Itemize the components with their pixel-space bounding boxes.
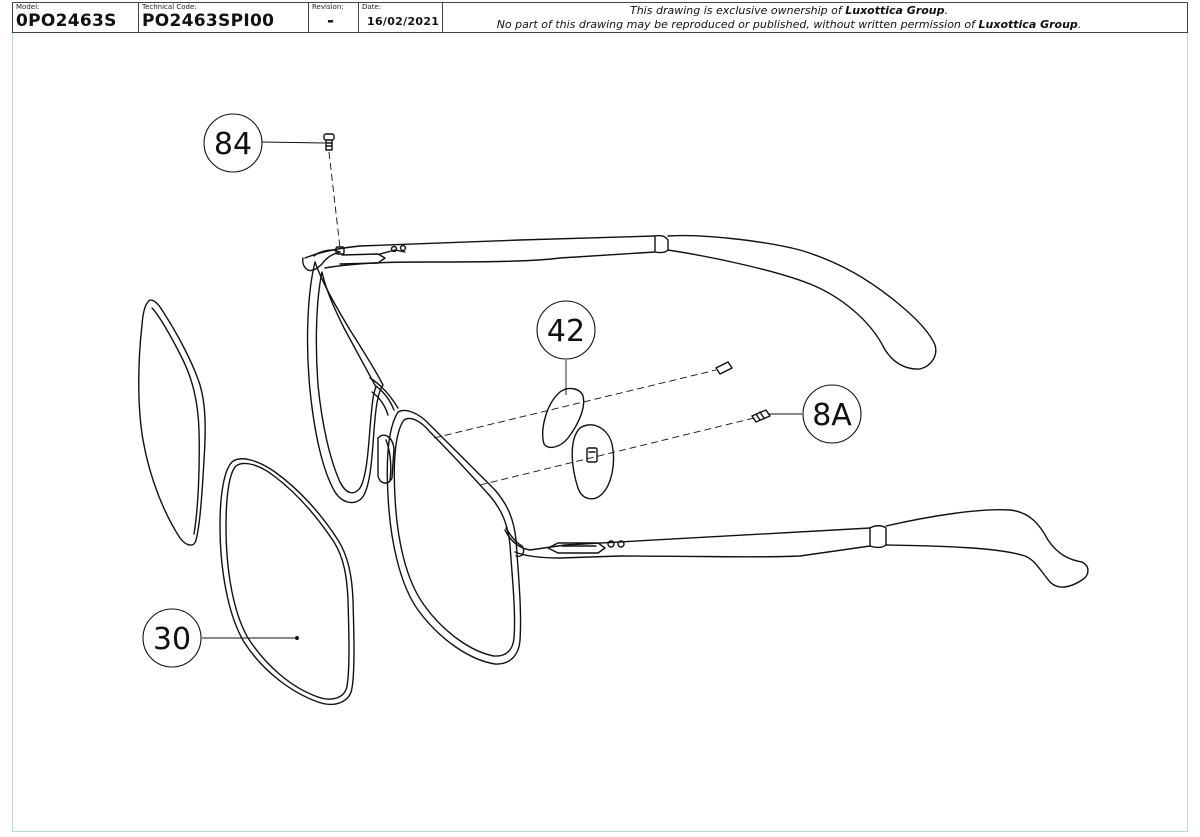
bridge — [369, 377, 399, 484]
callout-42: 42 — [536, 300, 596, 360]
callout-84-label: 84 — [214, 127, 252, 162]
model-label: Model: — [16, 3, 40, 11]
date-label: Date: — [362, 3, 382, 11]
callout-30: 30 — [142, 608, 202, 668]
near-temple — [504, 509, 1089, 588]
far-lens-rim — [306, 261, 384, 504]
model-value: 0PO2463S — [16, 11, 117, 31]
date-value: 16/02/2021 — [367, 15, 440, 28]
technical-code-value: PO2463SPI00 — [142, 11, 275, 31]
hinge-screw — [323, 133, 335, 151]
lens-rear — [138, 299, 206, 546]
model-cell: Model: 0PO2463S — [13, 3, 139, 32]
date-cell: Date: 16/02/2021 — [359, 3, 443, 32]
revision-label: Revision: — [312, 3, 344, 11]
notice-2-text: No part of this drawing may be reproduce… — [496, 18, 979, 31]
far-hinge — [302, 246, 345, 272]
pad-axis-line-lower — [479, 417, 755, 486]
callout-42-label: 42 — [547, 314, 585, 349]
revision-cell: Revision: - — [309, 3, 359, 32]
callout-leaders — [202, 141, 802, 640]
notice-1-text: This drawing is exclusive ownership of — [629, 4, 846, 17]
ownership-notice-line-1: This drawing is exclusive ownership of L… — [417, 4, 1161, 17]
pad-screw-upper — [715, 361, 733, 375]
ownership-notice-cell: This drawing is exclusive ownership of L… — [443, 3, 1187, 32]
title-block: Model: 0PO2463S Technical Code: PO2463SP… — [12, 2, 1188, 33]
technical-code-cell: Technical Code: PO2463SPI00 — [139, 3, 309, 32]
technical-code-label: Technical Code: — [142, 3, 197, 11]
callout-84: 84 — [203, 113, 263, 173]
nose-pad-with-insert — [571, 424, 615, 500]
far-temple — [304, 234, 937, 370]
revision-value: - — [327, 11, 335, 31]
notice-2-brand: Luxottica Group — [978, 18, 1078, 31]
notice-2-end: . — [1077, 18, 1082, 31]
ownership-notice-line-2: No part of this drawing may be reproduce… — [417, 18, 1161, 31]
pad-axis-line-upper — [433, 369, 717, 439]
notice-1-brand: Luxottica Group — [845, 4, 945, 17]
callout-8A: 8A — [802, 384, 862, 444]
front-lens-rim — [386, 409, 522, 665]
screw-axis-line — [328, 151, 341, 249]
notice-1-end: . — [944, 4, 949, 17]
callout-30-label: 30 — [153, 622, 191, 657]
leader-84 — [261, 141, 326, 144]
callout-8A-label: 8A — [812, 398, 852, 433]
lens-front — [219, 458, 355, 706]
leader-lines — [328, 151, 755, 486]
nose-pad — [542, 387, 585, 449]
pad-screw-8A — [751, 409, 771, 423]
